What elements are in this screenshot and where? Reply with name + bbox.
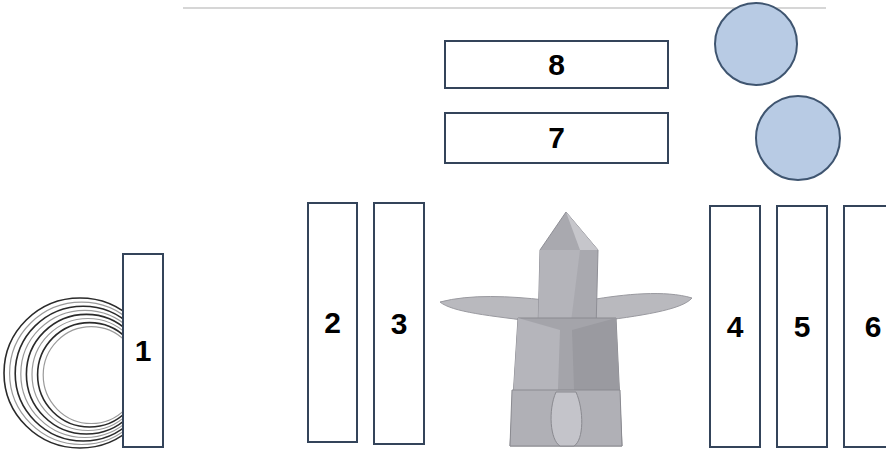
cutlery-box: 7	[444, 112, 669, 164]
callout-number: 8	[548, 50, 565, 80]
callout-number: 7	[548, 123, 565, 153]
cutlery-box: 6	[843, 205, 886, 448]
cutlery-box: 3	[373, 202, 425, 445]
callout-number: 1	[135, 336, 152, 366]
cutlery-box: 5	[776, 205, 828, 448]
callout-number: 2	[324, 308, 341, 338]
cutlery-box: 2	[307, 202, 358, 443]
callout-number: 3	[391, 309, 408, 339]
glass	[756, 96, 840, 180]
cutlery-box: 4	[709, 205, 761, 448]
callout-number: 6	[865, 312, 882, 342]
callout-number: 5	[794, 312, 811, 342]
table-edge	[183, 7, 826, 9]
callout-number: 4	[727, 312, 744, 342]
glass	[715, 3, 797, 85]
cutlery-box: 8	[444, 40, 669, 89]
folded-napkin	[440, 212, 692, 446]
cutlery-box: 1	[122, 253, 164, 448]
